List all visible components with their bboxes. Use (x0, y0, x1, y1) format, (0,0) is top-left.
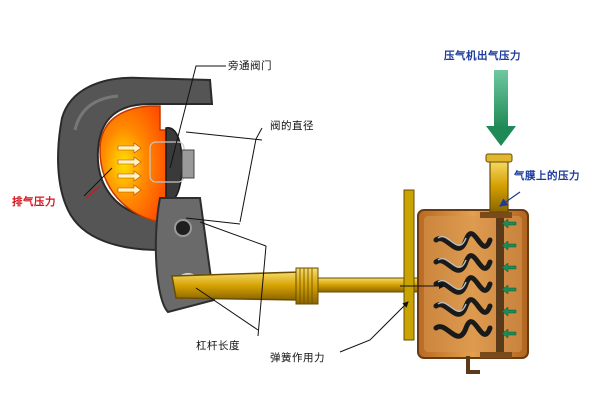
actuator-canister (417, 209, 529, 359)
turbine-housing (57, 76, 214, 252)
drain-fitting (466, 356, 480, 374)
annotation-lines (83, 65, 445, 353)
pressure-inlet-nipple (485, 153, 513, 213)
spring-force-label: 弹簧作用力 (270, 352, 325, 364)
spring (433, 231, 493, 339)
actuator-bracket (403, 189, 415, 341)
spring-highlight (437, 235, 467, 312)
exhaust-leader-red (85, 185, 101, 199)
exhaust-flow-arrows (117, 142, 142, 196)
wastegate-valve-label: 旁通阀门 (228, 60, 272, 72)
diaphragm-pressure-label: 气膜上的压力 (514, 170, 580, 182)
diaphragm-pressure-arrows (501, 218, 517, 339)
exhaust-pressure-label: 排气压力 (12, 196, 56, 208)
compressor-pressure-arrow (486, 70, 516, 146)
valve-diameter-label: 阀的直径 (270, 120, 314, 132)
lever-length-label: 杠杆长度 (196, 340, 240, 352)
exhaust-chamber (99, 105, 169, 223)
diaphragm-leader (499, 191, 521, 207)
wastegate-valve (149, 127, 195, 203)
compressor-outlet-pressure-label: 压气机出气压力 (444, 50, 521, 62)
